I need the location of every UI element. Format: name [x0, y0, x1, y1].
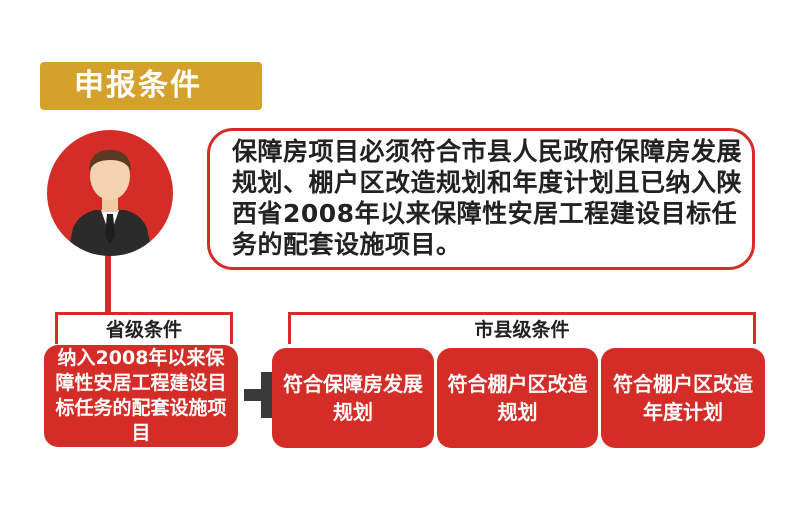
requirement-statement: 保障房项目必须符合市县人民政府保障房发展规划、棚户区改造规划和年度计划且已纳入陕…	[232, 137, 743, 259]
city-county-condition-box-1: 符合保障房发展规划	[272, 348, 434, 448]
provincial-conditions-header: 省级条件	[55, 312, 233, 344]
provincial-condition-box: 纳入2008年以来保障性安居工程建设目标任务的配套设施项目	[44, 345, 238, 447]
city-county-condition-box-2: 符合棚户区改造规划	[437, 348, 598, 448]
avatar-connector-line	[105, 240, 111, 325]
speech-bubble	[207, 128, 755, 270]
section-title: 申报条件	[40, 62, 262, 110]
city-county-condition-box-3: 符合棚户区改造年度计划	[601, 348, 765, 448]
city-county-conditions-header: 市县级条件	[288, 312, 756, 344]
businessman-avatar-icon	[47, 130, 173, 256]
